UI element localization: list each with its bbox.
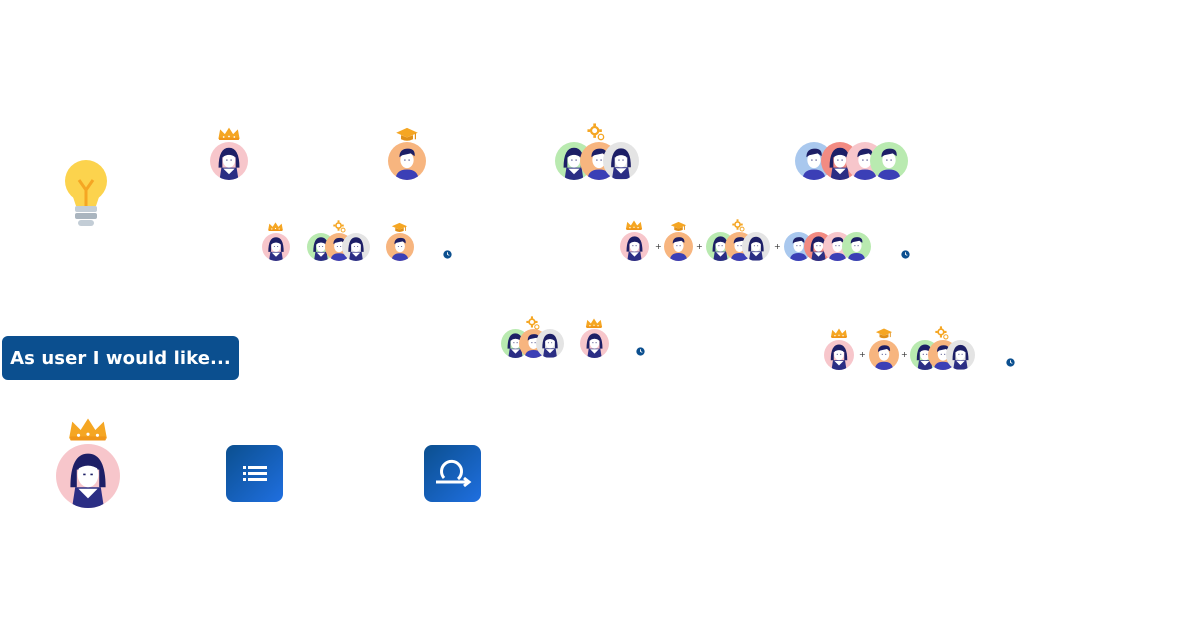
iteration-cycle-icon — [436, 459, 472, 488]
crown-icon — [830, 328, 848, 338]
scrum-master-avatar — [664, 232, 693, 261]
gear-icon — [732, 219, 745, 232]
gear-icon — [587, 123, 605, 141]
crown-icon — [217, 127, 241, 140]
crown-icon — [267, 222, 284, 231]
clock-icon — [901, 250, 910, 259]
gear-icon — [526, 316, 540, 330]
dev-team-member — [536, 329, 564, 358]
graduation-cap-icon — [670, 221, 687, 232]
graduation-cap-icon — [875, 328, 893, 339]
user-story-button[interactable]: As user I would like... — [2, 336, 239, 380]
dev-team-member — [603, 142, 639, 180]
plus-sign: + — [774, 242, 781, 251]
graduation-cap-icon — [395, 127, 419, 142]
crown-icon — [67, 416, 109, 442]
product-owner-avatar — [262, 233, 290, 261]
plus-sign: + — [696, 242, 703, 251]
user-story-label: As user I would like... — [10, 347, 231, 369]
gear-icon — [935, 326, 949, 340]
list-icon — [243, 466, 267, 481]
clock-icon — [443, 250, 452, 259]
dev-team-member — [946, 340, 975, 370]
clock-icon — [636, 347, 645, 356]
scrum-master-avatar — [386, 233, 414, 261]
dev-team-member — [342, 233, 370, 261]
product-owner-avatar — [620, 232, 649, 261]
product-owner-avatar-large — [56, 444, 120, 508]
graduation-cap-icon — [391, 222, 408, 233]
plus-sign: + — [901, 350, 908, 359]
stakeholder-avatar — [842, 232, 871, 261]
scrum-master-avatar — [388, 142, 426, 180]
crown-icon — [625, 220, 643, 230]
plus-sign: + — [655, 242, 662, 251]
plus-sign: + — [859, 350, 866, 359]
scrum-master-avatar — [869, 340, 899, 370]
lightbulb-icon — [65, 160, 107, 226]
clock-icon — [1006, 358, 1015, 367]
product-owner-avatar — [580, 329, 609, 358]
stakeholder-avatar — [870, 142, 908, 180]
crown-icon — [585, 318, 603, 328]
product-owner-avatar — [210, 142, 248, 180]
backlog-list-tile[interactable] — [226, 445, 283, 502]
sprint-cycle-tile[interactable] — [424, 445, 481, 502]
dev-team-member — [742, 232, 770, 261]
product-owner-avatar — [824, 340, 854, 370]
gear-icon — [333, 220, 346, 233]
